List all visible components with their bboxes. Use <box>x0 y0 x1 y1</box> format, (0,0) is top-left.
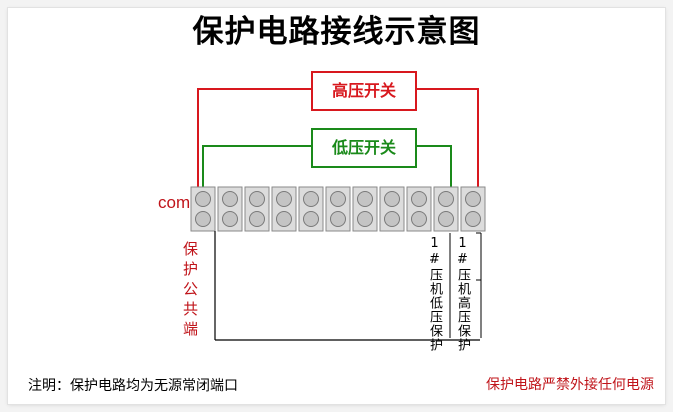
com-label: com <box>158 193 191 212</box>
low-switch-wire-right <box>415 145 452 196</box>
terminal-screw <box>303 211 319 227</box>
terminal-screw <box>222 191 238 207</box>
terminal-screw <box>438 211 454 227</box>
diagram-title: 保护电路接线示意图 <box>192 14 481 50</box>
terminal-screw <box>384 191 400 207</box>
terminal-screw <box>222 211 238 227</box>
terminal-screw <box>249 191 265 207</box>
high-switch-wire-right <box>415 88 479 196</box>
terminal-screw <box>411 211 427 227</box>
terminal-screw <box>384 211 400 227</box>
high-switch-wire-left <box>197 88 311 196</box>
terminal-10-label: 1#压机低压保护 <box>427 236 442 352</box>
common-terminal-label: 保护公共端 <box>181 241 199 341</box>
terminal-screw <box>357 191 373 207</box>
terminal-strip <box>190 186 486 232</box>
terminal-screw <box>195 211 211 227</box>
low-switch-wire-left <box>202 145 311 196</box>
terminal-screw <box>330 191 346 207</box>
note-left: 注明：保护电路均为无源常闭端口 <box>28 378 238 394</box>
note-right: 保护电路严禁外接任何电源 <box>486 377 654 393</box>
terminal-screw <box>276 191 292 207</box>
terminal-screw <box>357 211 373 227</box>
terminal-11-label: 1#压机高压保护 <box>455 236 470 352</box>
terminal-screw <box>195 191 211 207</box>
terminal-screw <box>411 191 427 207</box>
terminal-screw <box>465 191 481 207</box>
terminal-screw <box>276 211 292 227</box>
low-pressure-switch: 低压开关 <box>311 128 417 168</box>
terminal-screw <box>465 211 481 227</box>
terminal-screw <box>249 211 265 227</box>
terminal-screw <box>330 211 346 227</box>
terminal-screw <box>303 191 319 207</box>
high-pressure-switch: 高压开关 <box>311 71 417 111</box>
terminal-screw <box>438 191 454 207</box>
